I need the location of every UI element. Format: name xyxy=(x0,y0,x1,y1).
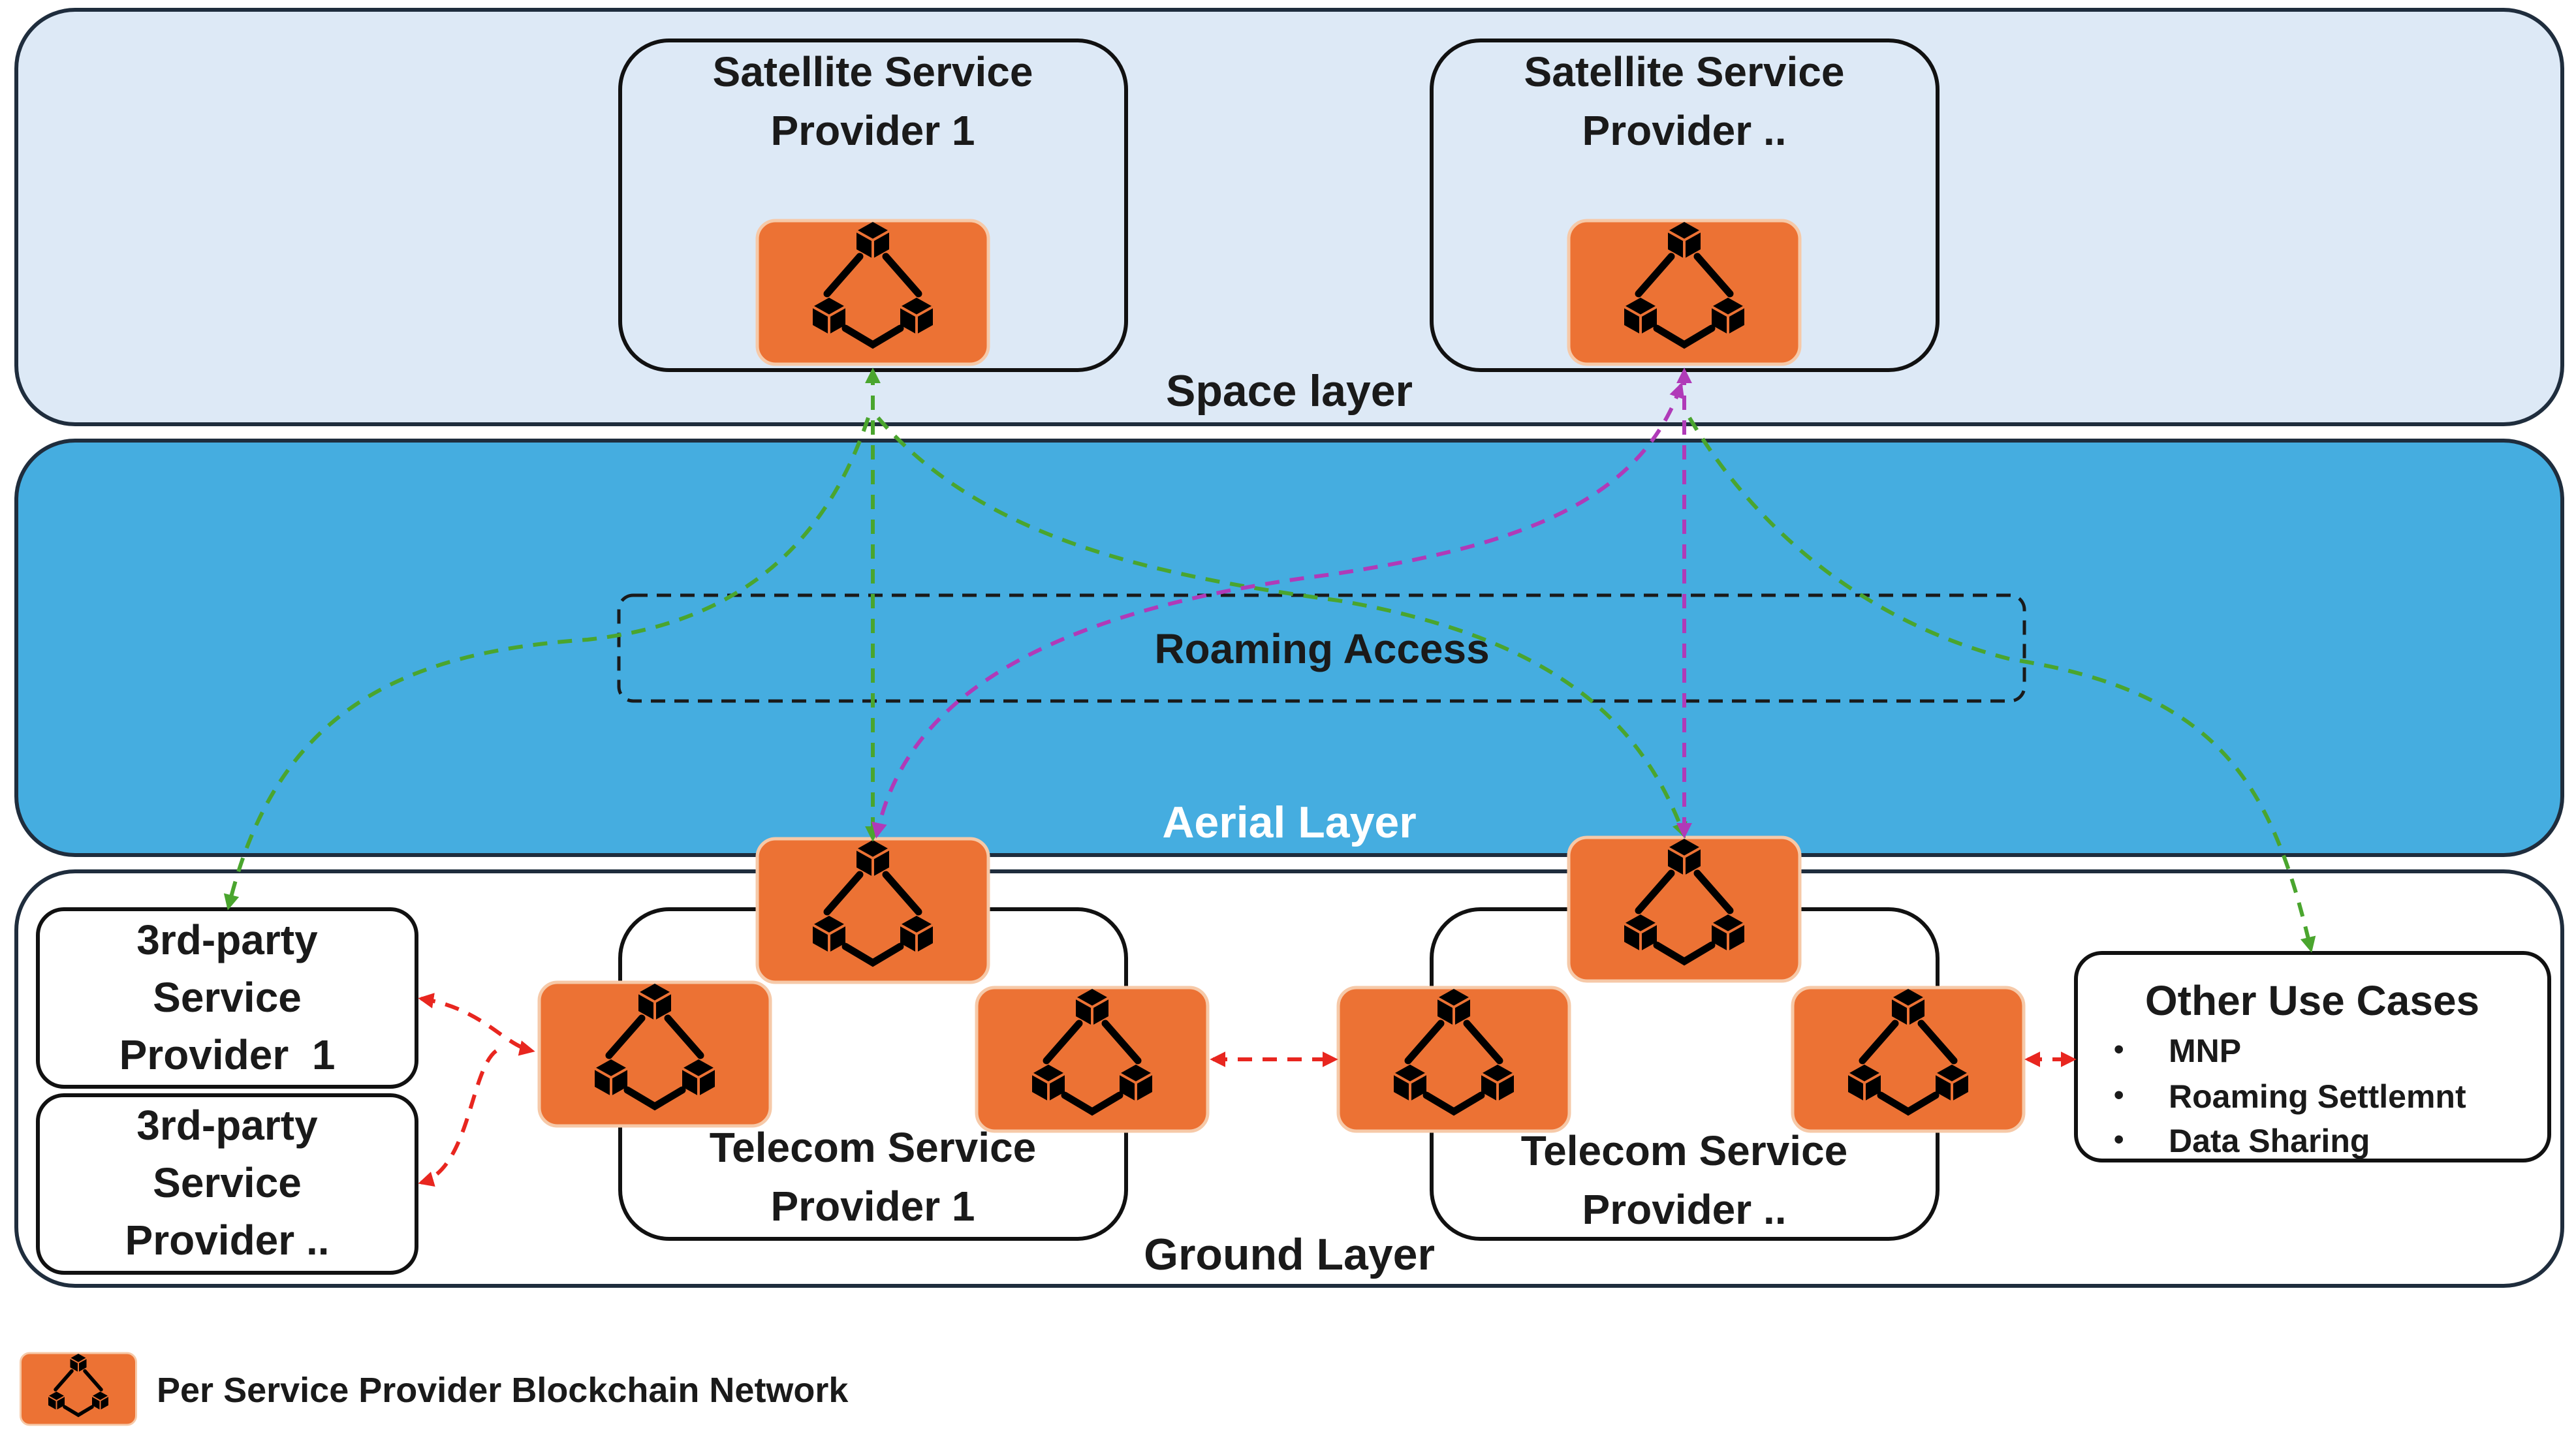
blockchain-network-icon xyxy=(755,221,990,366)
bullet: • xyxy=(2114,1123,2124,1155)
satellite-provider-2-line1: Satellite Service xyxy=(1524,48,1845,95)
third-party-provider-2: 3rd-party Service Provider .. xyxy=(36,1093,418,1275)
magenta-link xyxy=(872,382,1685,839)
bullet: • xyxy=(2114,1079,2124,1111)
third-party-1-line1: 3rd-party xyxy=(136,916,318,963)
use-case-mnp: MNP xyxy=(2169,1033,2241,1069)
blockchain-network-icon xyxy=(755,839,990,984)
use-case-data-sharing: Data Sharing xyxy=(2169,1123,2370,1159)
space-layer-label: Space layer xyxy=(1166,366,1413,416)
telecom-provider-2-line2: Provider .. xyxy=(1582,1186,1787,1233)
red-link xyxy=(418,1049,497,1187)
blockchain-network-icon xyxy=(1791,988,2026,1133)
roaming-access-label: Roaming Access xyxy=(1154,625,1489,672)
aerial-layer-label: Aerial Layer xyxy=(1162,798,1416,847)
space-layer xyxy=(14,8,2564,426)
third-party-provider-1: 3rd-party Service Provider 1 xyxy=(36,907,418,1089)
third-party-2-line2: Service xyxy=(153,1159,302,1206)
links xyxy=(223,367,2316,1187)
blockchain-network-icon xyxy=(1336,988,1571,1133)
satellite-provider-1-line2: Provider 1 xyxy=(770,107,975,154)
other-use-cases-title: Other Use Cases xyxy=(2145,977,2479,1024)
bullet: • xyxy=(2114,1033,2124,1065)
third-party-2-line1: 3rd-party xyxy=(136,1102,318,1149)
use-case-roaming-settlement: Roaming Settlemnt xyxy=(2169,1078,2466,1115)
blockchain-network-icon xyxy=(537,982,772,1128)
blockchain-network-icon xyxy=(975,988,1210,1133)
ground-layer-label: Ground Layer xyxy=(1144,1230,1435,1279)
telecom-provider-1-line2: Provider 1 xyxy=(770,1183,975,1230)
satellite-provider-2: Satellite Service Provider .. xyxy=(1430,39,1940,372)
satellite-provider-2-line2: Provider .. xyxy=(1582,107,1787,154)
legend-label: Per Service Provider Blockchain Network xyxy=(157,1371,849,1410)
satellite-provider-1-line1: Satellite Service xyxy=(713,48,1033,95)
blockchain-network-icon xyxy=(1567,221,1802,366)
satellite-provider-1: Satellite Service Provider 1 xyxy=(618,39,1128,372)
blockchain-network-icon xyxy=(1567,837,1802,983)
blockchain-network-icon xyxy=(20,1353,137,1426)
third-party-1-line3: Provider 1 xyxy=(119,1031,336,1078)
green-link xyxy=(223,417,870,911)
legend: Per Service Provider Blockchain Network xyxy=(20,1353,849,1426)
green-link xyxy=(1688,416,2316,953)
telecom-provider-2-line1: Telecom Service xyxy=(1521,1127,1847,1174)
other-use-cases-box: Other Use Cases • MNP • Roaming Settlemn… xyxy=(2074,951,2551,1162)
red-link xyxy=(418,993,535,1056)
third-party-1-line2: Service xyxy=(153,974,302,1021)
telecom-provider-1-line1: Telecom Service xyxy=(710,1124,1036,1171)
third-party-2-line3: Provider .. xyxy=(125,1217,330,1264)
